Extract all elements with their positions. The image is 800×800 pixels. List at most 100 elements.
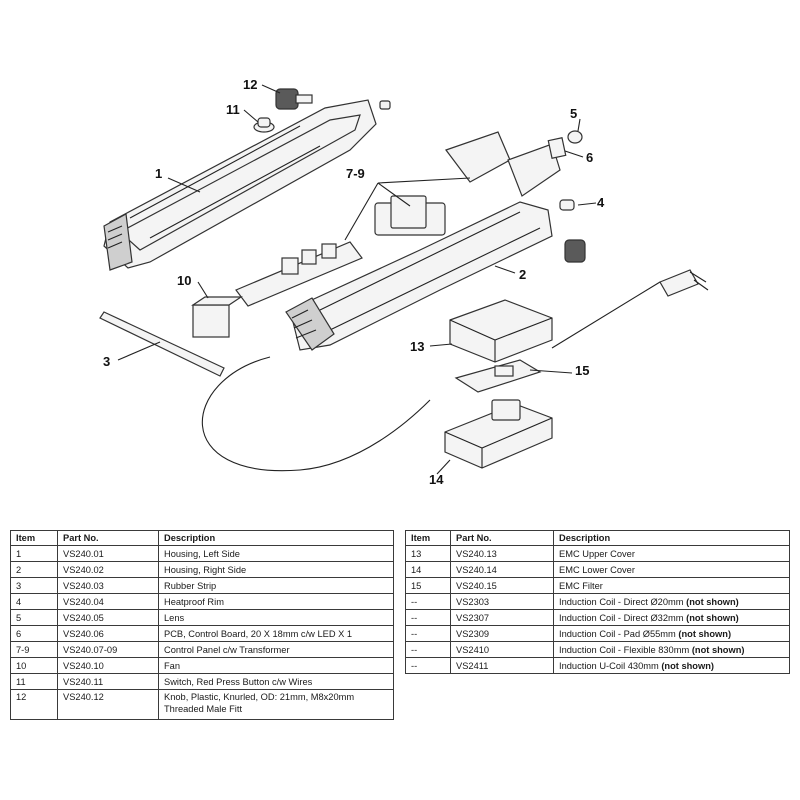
description-text: Induction Coil - Direct Ø20mm (559, 596, 684, 607)
callout-7-9: 7-9 (346, 166, 365, 181)
header-item: Item (10, 530, 58, 546)
description-text: Induction U-Coil 430mm (559, 660, 659, 671)
part-no-cell: VS240.03 (57, 577, 159, 594)
knob-part (275, 88, 313, 110)
item-cell: 1 (10, 545, 58, 562)
header-part-no: Part No. (57, 530, 159, 546)
item-cell: 3 (10, 577, 58, 594)
item-cell: 6 (10, 625, 58, 642)
part-no-cell: VS240.02 (57, 561, 159, 578)
switch-part (253, 117, 275, 133)
pcb-part (547, 137, 567, 159)
item-cell: 5 (10, 609, 58, 626)
item-cell: 10 (10, 657, 58, 674)
not-shown-note: (not shown) (678, 628, 732, 639)
not-shown-note: (not shown) (661, 660, 714, 671)
fan-part (191, 296, 243, 338)
description-cell: Induction U-Coil 430mm (not shown) (553, 657, 790, 674)
callout-3: 3 (103, 354, 110, 369)
description-text: Induction Coil - Flexible 830mm (559, 644, 690, 655)
part-no-cell: VS240.04 (57, 593, 159, 610)
header-description: Description (158, 530, 394, 546)
emc-filter (454, 359, 542, 393)
callout-13: 13 (410, 339, 424, 354)
item-cell: 12 (10, 689, 58, 720)
rubber-strip-part (99, 311, 225, 377)
header-description: Description (553, 530, 790, 546)
housing-left-side (103, 99, 377, 271)
table-header-row: Item Part No. Description (10, 530, 394, 546)
description-cell: Induction Coil - Direct Ø32mm (not shown… (553, 609, 790, 626)
part-no-cell: VS240.10 (57, 657, 159, 674)
emc-upper-cover (449, 299, 553, 363)
housing-right-side (285, 201, 553, 351)
item-cell: 11 (10, 673, 58, 690)
description-line-1: Knob, Plastic, Knurled, OD: 21mm, M8x20m… (164, 692, 355, 702)
flexible-coil (201, 356, 431, 472)
part-no-cell: VS240.12 (57, 689, 159, 720)
part-no-cell: VS240.15 (450, 577, 554, 594)
description-text: Induction Coil - Direct Ø32mm (559, 612, 684, 623)
description-line-2: Threaded Male Fitt (164, 704, 243, 714)
part-no-cell: VS240.05 (57, 609, 159, 626)
part-no-cell: VS240.06 (57, 625, 159, 642)
item-cell: 13 (405, 545, 451, 562)
description-cell: EMC Filter (553, 577, 790, 594)
description-cell: Rubber Strip (158, 577, 394, 594)
housing-knob (564, 239, 586, 263)
description-cell: Lens (158, 609, 394, 626)
description-cell: EMC Upper Cover (553, 545, 790, 562)
control-panel-part (374, 131, 561, 236)
description-text: Induction Coil - Pad Ø55mm (559, 628, 676, 639)
item-cell: 15 (405, 577, 451, 594)
callout-11: 11 (226, 102, 240, 117)
callout-4: 4 (597, 195, 605, 210)
description-cell: EMC Lower Cover (553, 561, 790, 578)
part-no-cell: VS240.11 (57, 673, 159, 690)
description-cell: Housing, Right Side (158, 561, 394, 578)
item-cell: -- (405, 641, 451, 658)
part-no-cell: VS2411 (450, 657, 554, 674)
item-cell: 4 (10, 593, 58, 610)
power-cord (551, 269, 709, 349)
item-cell: 14 (405, 561, 451, 578)
description-cell: Knob, Plastic, Knurled, OD: 21mm, M8x20m… (158, 689, 394, 720)
description-cell: Induction Coil - Flexible 830mm (not sho… (553, 641, 790, 658)
description-cell: Induction Coil - Direct Ø20mm (not shown… (553, 593, 790, 610)
item-cell: -- (405, 593, 451, 610)
callout-12: 12 (243, 77, 257, 92)
item-cell: -- (405, 625, 451, 642)
part-no-cell: VS2307 (450, 609, 554, 626)
part-no-cell: VS2309 (450, 625, 554, 642)
exploded-parts-diagram: 1 12 11 5 6 7-9 4 2 10 3 13 15 14 (99, 77, 709, 487)
item-cell: 7-9 (10, 641, 58, 658)
callout-14: 14 (429, 472, 444, 487)
part-no-cell: VS240.07-09 (57, 641, 159, 658)
description-cell: Control Panel c/w Transformer (158, 641, 394, 658)
lens-part (567, 130, 583, 144)
callout-10: 10 (177, 273, 191, 288)
header-part-no: Part No. (450, 530, 554, 546)
callout-6: 6 (586, 150, 593, 165)
part-no-cell: VS240.14 (450, 561, 554, 578)
part-no-cell: VS2410 (450, 641, 554, 658)
not-shown-note: (not shown) (691, 644, 745, 655)
description-cell: Housing, Left Side (158, 545, 394, 562)
description-cell: Induction Coil - Pad Ø55mm (not shown) (553, 625, 790, 642)
